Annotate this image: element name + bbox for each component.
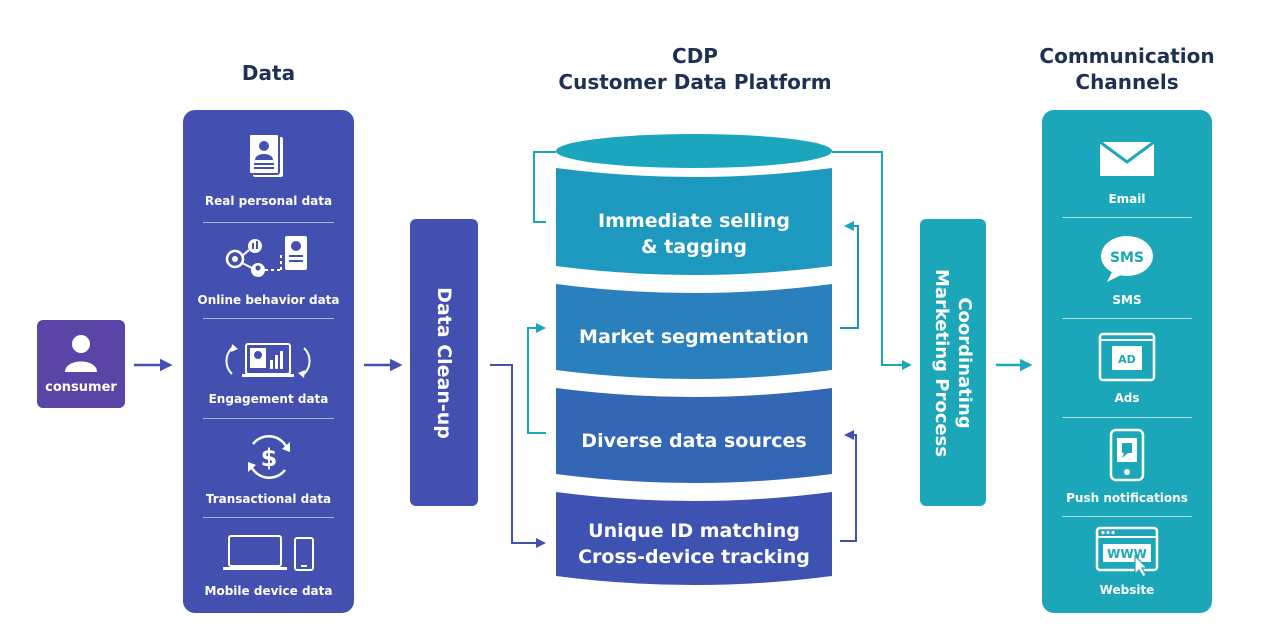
cdp-heading-line2: Customer Data Platform: [558, 70, 832, 94]
divider: [1062, 217, 1192, 218]
ad-screen-icon: AD: [1098, 332, 1156, 382]
channels-heading: Communication Channels: [1015, 43, 1239, 95]
channel-label: Email: [1108, 192, 1146, 206]
divider: [1062, 516, 1192, 517]
divider: [203, 418, 334, 419]
channel-label: Ads: [1114, 391, 1140, 405]
layer-line: Immediate selling: [598, 210, 790, 232]
data-heading: Data: [241, 61, 296, 85]
data-panel: Real personal data Online behavior data …: [183, 110, 354, 613]
channel-label: Website: [1099, 583, 1155, 597]
data-item-label: Online behavior data: [197, 293, 340, 307]
consumer-box: consumer: [37, 320, 125, 408]
cdp-layer-label: Market segmentation: [556, 324, 832, 350]
channels-heading-line2: Channels: [1075, 70, 1179, 94]
cdp-top-ellipse: [556, 134, 832, 168]
divider: [1062, 318, 1192, 319]
cdp-heading: CDP Customer Data Platform: [540, 43, 850, 95]
coordinating-box: Coordinating Marketing Process: [920, 219, 986, 506]
consumer-label: consumer: [45, 380, 117, 395]
data-item-label: Transactional data: [205, 492, 332, 506]
sms-bubble-icon: SMS: [1101, 236, 1153, 282]
cdp-heading-line1: CDP: [672, 44, 718, 68]
svg-text:SMS: SMS: [1110, 250, 1144, 266]
coordinating-label: Coordinating Marketing Process: [930, 268, 976, 456]
channel-label: SMS: [1112, 293, 1142, 307]
devices-icon: [223, 535, 314, 571]
coordinating-line: Marketing Process: [931, 268, 952, 457]
channels-heading-line1: Communication: [1039, 44, 1215, 68]
layer-line: Diverse data sources: [581, 430, 807, 452]
cdp-layer-label: Immediate selling & tagging: [556, 208, 832, 260]
profile-document-icon: [248, 133, 283, 177]
data-item-label: Real personal data: [204, 194, 333, 208]
svg-text:AD: AD: [1118, 353, 1136, 366]
data-cleanup-box: Data Clean-up: [410, 219, 478, 506]
layer-line: Unique ID matching: [588, 520, 800, 542]
cdp-layer-band: [556, 388, 832, 483]
divider: [203, 517, 334, 518]
dollar-cycle-icon: $: [248, 435, 290, 479]
envelope-icon: [1099, 140, 1155, 176]
coordinating-line: Coordinating: [954, 296, 975, 429]
divider: [1062, 417, 1192, 418]
layer-line: Market segmentation: [579, 326, 809, 348]
cdp-layer-band: [556, 168, 832, 275]
phone-notification-icon: [1109, 428, 1145, 482]
layer-line: Cross-device tracking: [578, 546, 810, 568]
divider: [203, 318, 334, 319]
cdp-layer-band: [556, 284, 832, 379]
browser-icon: WWW: [1095, 526, 1159, 578]
channel-label: Push notifications: [1066, 491, 1188, 505]
network-icon: [225, 236, 307, 277]
cdp-layer-label: Unique ID matching Cross-device tracking: [556, 518, 832, 570]
cdp-layer-label: Diverse data sources: [556, 428, 832, 454]
cdp-layer-band: [556, 492, 832, 585]
data-item-label: Mobile device data: [204, 584, 333, 598]
svg-text:$: $: [261, 444, 278, 472]
person-icon: [65, 335, 97, 372]
analytics-icon: [225, 343, 311, 378]
layer-line: & tagging: [641, 236, 747, 258]
svg-text:WWW: WWW: [1107, 547, 1147, 561]
data-item-label: Engagement data: [208, 392, 329, 406]
divider: [203, 222, 334, 223]
channels-panel: Email SMS SMS AD Ads Push notifications …: [1042, 110, 1212, 613]
